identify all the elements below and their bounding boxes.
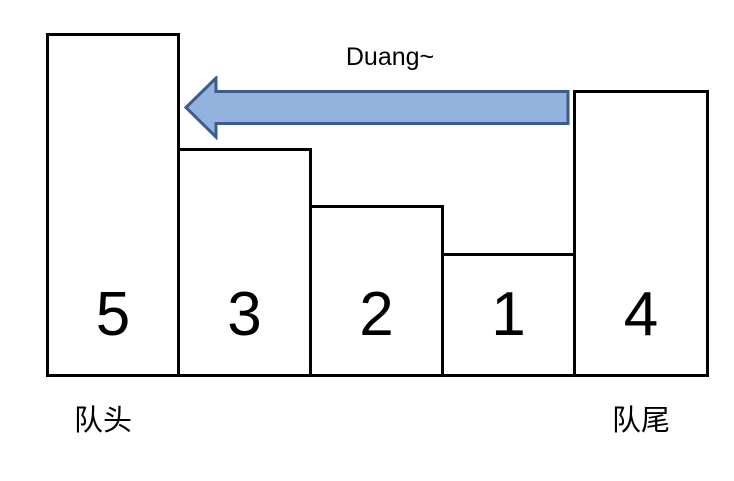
bar-value: 1 bbox=[491, 280, 526, 349]
bar-value: 2 bbox=[359, 280, 394, 349]
queue-bar: 1 bbox=[441, 253, 576, 377]
queue-bar: 3 bbox=[177, 148, 312, 377]
bar-value: 4 bbox=[623, 280, 659, 349]
arrow-caption: Duang~ bbox=[345, 43, 435, 71]
left-arrow-icon bbox=[183, 76, 570, 140]
queue-bar-tail: 4 bbox=[573, 90, 709, 377]
queue-bar-head: 5 bbox=[46, 33, 180, 377]
queue-tail-label: 队尾 bbox=[612, 403, 671, 437]
left-arrow-shape bbox=[183, 76, 570, 140]
queue-bar: 2 bbox=[309, 205, 444, 377]
bar-value: 5 bbox=[95, 280, 131, 349]
queue-head-label: 队头 bbox=[74, 403, 133, 437]
bar-value: 3 bbox=[227, 280, 262, 349]
